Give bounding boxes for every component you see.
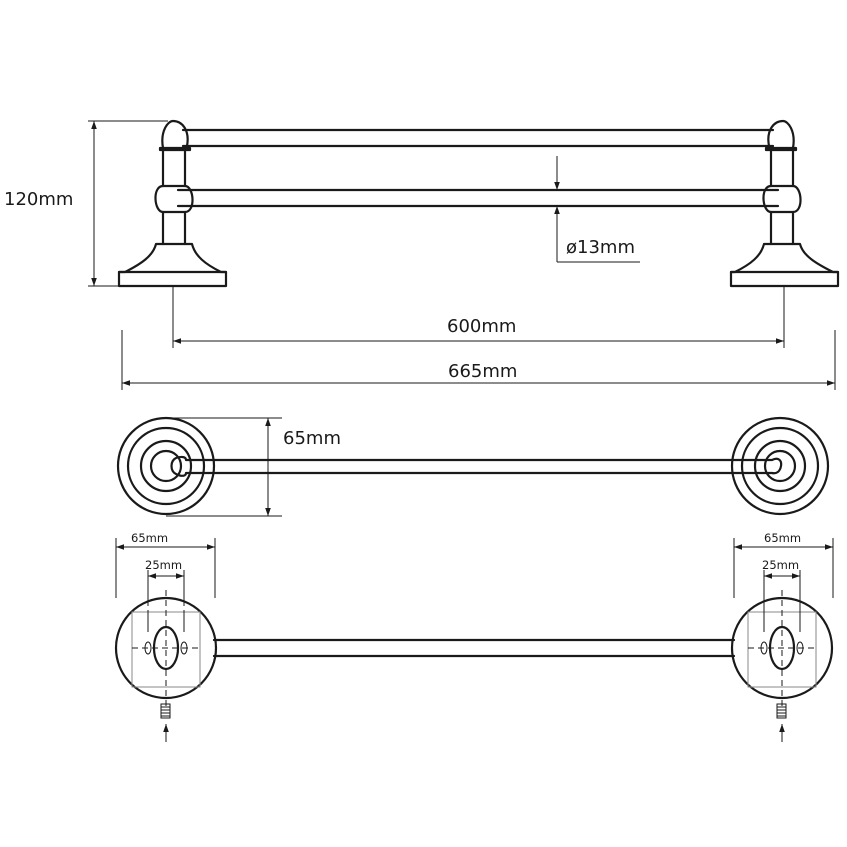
right-hole-spacing-label: 25mm bbox=[762, 558, 799, 572]
rod-diameter-dimension: ø13mm bbox=[554, 156, 640, 263]
right-hole-spacing-dimension: 25mm bbox=[762, 558, 801, 606]
rosette-diameter-label: 65mm bbox=[283, 428, 341, 449]
inner-width-label: 600mm bbox=[447, 316, 516, 337]
right-mounting-plate bbox=[730, 585, 834, 742]
right-screw-icon bbox=[776, 703, 787, 719]
front-view: 120mm ø13mm 600mm 665mm bbox=[4, 119, 840, 390]
right-post bbox=[729, 119, 840, 288]
left-mounting-plate bbox=[114, 590, 218, 742]
height-label: 120mm bbox=[4, 189, 73, 210]
overall-width-dimension: 665mm bbox=[121, 330, 836, 390]
left-hole-spacing-dimension: 25mm bbox=[145, 558, 185, 606]
overall-width-label: 665mm bbox=[448, 361, 517, 382]
middle-rod bbox=[176, 188, 780, 208]
rod-mounting-view bbox=[212, 638, 736, 658]
rod-top-view bbox=[170, 455, 783, 477]
inner-width-dimension: 600mm bbox=[172, 287, 785, 348]
left-plate-width-label: 65mm bbox=[131, 531, 168, 545]
left-screw-icon bbox=[160, 703, 171, 719]
left-post bbox=[117, 119, 228, 288]
top-rod bbox=[181, 128, 775, 148]
right-plate-width-label: 65mm bbox=[764, 531, 801, 545]
mounting-view: 65mm 25mm 65mm 25mm bbox=[114, 531, 834, 742]
height-dimension: 120mm bbox=[4, 120, 168, 287]
right-plate-width-dimension: 65mm bbox=[733, 531, 834, 598]
top-view: 65mm bbox=[116, 416, 830, 517]
right-rosette-top bbox=[730, 416, 830, 516]
rod-diameter-label: ø13mm bbox=[566, 237, 635, 258]
left-hole-spacing-label: 25mm bbox=[145, 558, 182, 572]
left-rosette-top bbox=[116, 416, 216, 516]
rosette-diameter-dimension: 65mm bbox=[166, 417, 341, 517]
left-plate-width-dimension: 65mm bbox=[115, 531, 216, 598]
